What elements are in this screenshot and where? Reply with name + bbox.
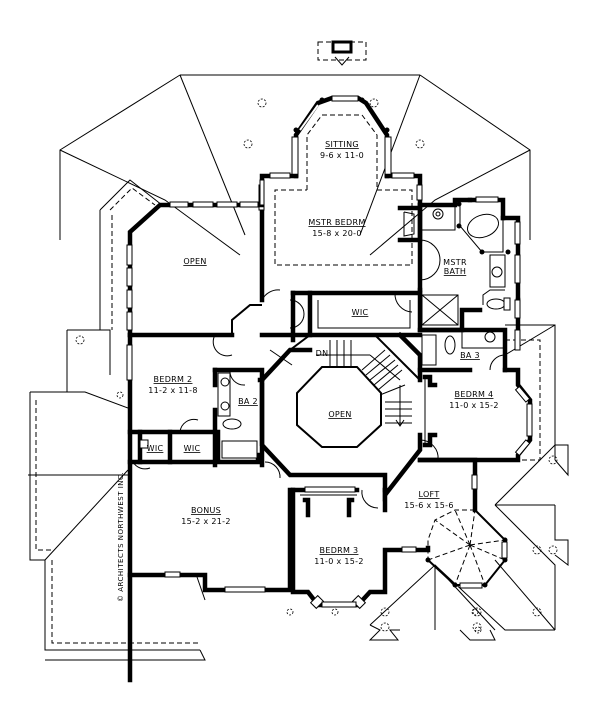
wic-b-label: WIC [184, 444, 201, 453]
open-nw-label: OPEN [183, 257, 206, 266]
ba2-label: BA 2 [238, 397, 258, 406]
room-labels: SITTING 9-6 x 11-0 MSTR BEDRM 15-8 x 20-… [117, 140, 498, 602]
bedrm2-dims: 11-2 x 11-8 [148, 386, 197, 395]
architect-credit: © ARCHITECTS NORTHWEST INC. [117, 472, 125, 602]
bedroom2-walls [126, 332, 265, 683]
bedrm2-label: BEDRM 2 [154, 375, 193, 384]
bedrm3-label: BEDRM 3 [320, 546, 359, 555]
north-wing-walls [126, 179, 423, 343]
ba3-label: BA 3 [460, 351, 480, 360]
mstr-bedrm-dims: 15-8 x 20-0 [312, 229, 361, 238]
stair-down-label: DN [316, 349, 329, 358]
bedrm4-label: BEDRM 4 [455, 390, 494, 399]
sitting-dims: 9-6 x 11-0 [320, 151, 364, 160]
mstr-bedrm-label: MSTR BEDRM [308, 218, 365, 227]
loft-dims: 15-6 x 15-6 [404, 501, 453, 510]
sitting-label: SITTING [325, 140, 359, 149]
roof-outlines [28, 40, 569, 661]
bedroom3-loft-walls [290, 457, 508, 610]
open-center-label: OPEN [328, 410, 351, 419]
wic-a-label: WIC [147, 444, 164, 453]
bonus-dims: 15-2 x 21-2 [181, 517, 230, 526]
bonus-label: BONUS [191, 506, 221, 515]
wic-master-label: WIC [352, 308, 369, 317]
loft-label: LOFT [418, 490, 439, 499]
mstr-bath-label-1: MSTR [443, 258, 467, 267]
bedrm4-dims: 11-0 x 15-2 [449, 401, 498, 410]
mstr-bath-label-2: BATH [444, 267, 466, 276]
master-ceiling-outline [274, 114, 413, 266]
bedroom4-walls [417, 327, 533, 463]
bonus-walls [127, 461, 293, 601]
bedrm3-dims: 11-0 x 15-2 [314, 557, 363, 566]
